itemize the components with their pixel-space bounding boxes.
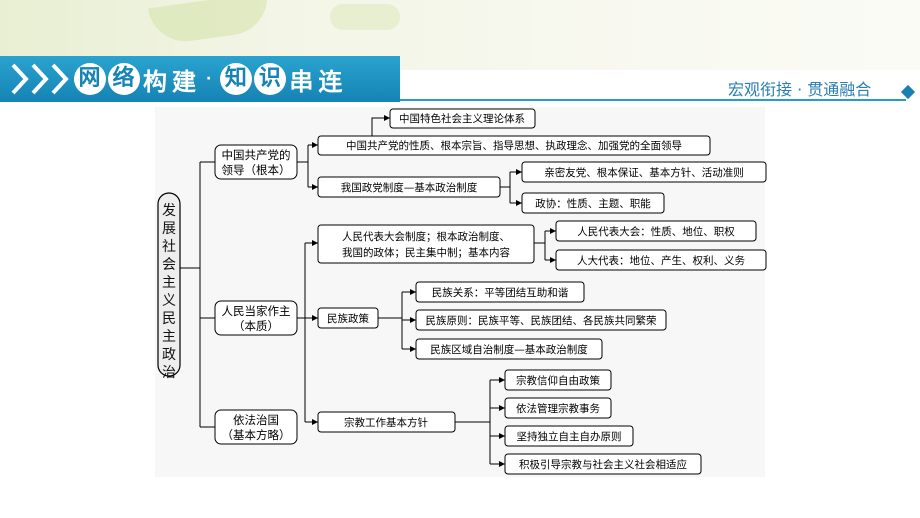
node-party-nature: 中国共产党的性质、根本宗旨、指导思想、执政理念、加强党的全面领导 <box>317 135 711 156</box>
node-label: 政协：性质、主题、职能 <box>535 197 651 210</box>
node-rule-of-law: 依法治国 （基本方略） <box>214 409 298 445</box>
node-label: 宗教工作基本方针 <box>344 416 428 429</box>
title-char: 络 <box>108 63 140 95</box>
root-label-char: 主 <box>162 275 176 291</box>
node-label-line: 人民当家作主 <box>222 304 291 318</box>
node-label: 坚持独立自主自办原则 <box>517 430 622 443</box>
title-char: 网 <box>74 63 106 95</box>
node-label-line: 中国共产党的 <box>222 148 291 162</box>
title-char: 建 <box>172 67 197 96</box>
root-label-char: 治 <box>162 365 176 381</box>
node-label: 人大代表：地位、产生、权利、义务 <box>577 254 745 267</box>
title-char: 知 <box>220 63 253 95</box>
root-label-char: 会 <box>162 257 176 273</box>
section-slogan: 宏观衔接 · 贯通融合 <box>728 80 872 99</box>
node-label: 依法管理宗教事务 <box>516 402 600 415</box>
node-label: 民族区域自治制度—基本政治制度 <box>430 343 588 356</box>
node-people-master: 人民当家作主 （本质） <box>214 300 298 336</box>
node-label-line: （本质） <box>233 319 279 333</box>
node-label-line: （基本方略） <box>222 428 291 442</box>
title-char: 连 <box>318 67 344 96</box>
root-label-char: 政 <box>162 347 176 363</box>
node-label: 人民代表大会：性质、地位、职权 <box>577 225 735 238</box>
node-religion-adapt: 积极引导宗教与社会主义社会相适应 <box>504 453 702 475</box>
chevron-right-icon <box>51 63 69 95</box>
section-title: 网 络 构 建 · 知 识 串 连 <box>74 60 344 98</box>
chevron-right-icon <box>31 63 49 95</box>
title-char: 构 <box>143 67 168 96</box>
node-ethnic-principle: 民族原则：民族平等、民族团结、各民族共同繁荣 <box>415 309 667 331</box>
node-label: 民族原则：民族平等、民族团结、各民族共同繁荣 <box>426 314 657 327</box>
node-theory-system: 中国特色社会主义理论体系 <box>389 108 536 129</box>
node-religion-policy: 宗教工作基本方针 <box>317 411 456 433</box>
root-label-char: 民 <box>162 311 176 327</box>
node-label-line: 依法治国 <box>233 413 279 427</box>
node-religion-independence: 坚持独立自主自办原则 <box>504 425 634 447</box>
node-party-system: 我国政党制度—基本政治制度 <box>317 176 501 198</box>
title-separator: · <box>206 71 213 87</box>
node-label: 中国特色社会主义理论体系 <box>399 112 525 125</box>
root-label-char: 发 <box>162 203 176 219</box>
node-label: 宗教信仰自由政策 <box>516 374 600 387</box>
node-label: 中国共产党的性质、根本宗旨、指导思想、执政理念、加强党的全面领导 <box>346 139 682 152</box>
node-npc-system: 人民代表大会制度；根本政治制度、 我国的政体；民主集中制；基本内容 <box>317 224 535 264</box>
node-cppcc: 政协：性质、主题、职能 <box>521 192 665 214</box>
node-religion-law: 依法管理宗教事务 <box>504 397 612 419</box>
node-label-line: 人民代表大会制度；根本政治制度、 <box>342 230 510 243</box>
node-label-line: 领导（根本） <box>222 163 291 177</box>
root-label-char: 社 <box>162 239 176 255</box>
node-religion-freedom: 宗教信仰自由政策 <box>504 369 612 391</box>
node-label: 民族关系：平等团结互助和谐 <box>432 286 569 299</box>
node-label: 我国政党制度—基本政治制度 <box>341 181 478 194</box>
node-label: 亲密友党、根本保证、基本方针、活动准则 <box>544 166 744 179</box>
node-ethnic-policy: 民族政策 <box>317 307 379 329</box>
node-regional-autonomy: 民族区域自治制度—基本政治制度 <box>415 338 603 360</box>
header-rule <box>400 99 906 101</box>
node-npc-deputy: 人大代表：地位、产生、权利、义务 <box>555 249 767 271</box>
root-label-char: 义 <box>162 293 176 309</box>
node-ethnic-relation: 民族关系：平等团结互助和谐 <box>415 281 585 303</box>
node-label-line: 我国的政体；民主集中制；基本内容 <box>342 246 510 259</box>
node-label: 民族政策 <box>327 312 369 325</box>
node-friendly-party: 亲密友党、根本保证、基本方针、活动准则 <box>521 161 767 183</box>
node-npc: 人民代表大会：性质、地位、职权 <box>555 220 757 242</box>
node-party-leadership: 中国共产党的 领导（根本） <box>214 144 298 180</box>
leaf-decoration <box>330 4 400 30</box>
title-char: 识 <box>254 63 287 95</box>
root-label-char: 展 <box>162 221 176 237</box>
chevron-right-icon <box>11 63 29 95</box>
title-char: 串 <box>289 67 315 96</box>
root-label-char: 主 <box>162 329 176 345</box>
node-label: 积极引导宗教与社会主义社会相适应 <box>519 458 687 471</box>
